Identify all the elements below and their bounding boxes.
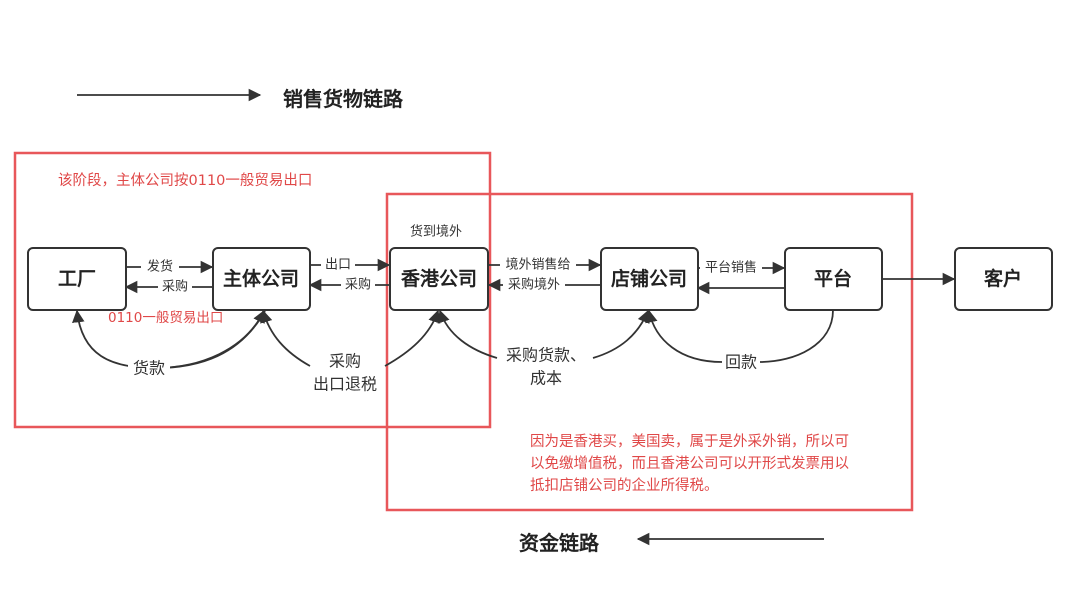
node-factory[interactable]: 工厂 [27, 247, 127, 311]
hk-note-line-3: 抵扣店铺公司的企业所得税。 [530, 476, 719, 494]
node-main-company[interactable]: 主体公司 [212, 247, 311, 311]
node-hk-company-label: 香港公司 [400, 268, 477, 290]
node-customer-label: 客户 [984, 267, 1022, 290]
edge-label-overseas-purchase: 采购境外 [508, 277, 560, 293]
goods-chain-legend-label: 销售货物链路 [283, 87, 404, 111]
node-factory-label: 工厂 [58, 268, 96, 290]
node-store-company[interactable]: 店铺公司 [600, 247, 699, 311]
edge-label-purchase-1: 采购 [162, 279, 188, 295]
arc-payback-store [645, 309, 723, 363]
arc-refund-hk [384, 309, 441, 367]
arc-label-cost-2: 成本 [530, 369, 562, 388]
arc-label-refund-2: 出口退税 [313, 375, 377, 394]
arc-refund-main [260, 309, 311, 367]
arc-label-payback: 回款 [725, 353, 757, 372]
node-customer[interactable]: 客户 [954, 247, 1053, 311]
arc-label-payment: 货款 [133, 359, 165, 378]
node-hk-company[interactable]: 香港公司 [389, 247, 489, 311]
node-platform-label: 平台 [814, 267, 852, 290]
arc-payback-platform [759, 309, 834, 363]
funds-chain-legend-label: 资金链路 [519, 531, 600, 555]
stage-note: 该阶段，主体公司按0110一般贸易出口 [58, 172, 312, 189]
arc-cost-store [592, 309, 650, 359]
edge-label-purchase-2: 采购 [345, 277, 371, 293]
node-main-company-label: 主体公司 [223, 267, 299, 290]
edge-label-platform-sale: 平台销售 [705, 260, 757, 276]
edge-label-overseas-sale: 境外销售给 [505, 257, 570, 273]
arc-cost-hk [437, 309, 498, 359]
hk-note-line-2: 以免缴增值税，而且香港公司可以开形式发票用以 [530, 455, 849, 472]
hk-highlight-box [385, 192, 914, 512]
node-platform[interactable]: 平台 [784, 247, 883, 311]
edge-label-ship: 发货 [147, 259, 173, 275]
arc-label-cost-1: 采购货款、 [506, 346, 586, 365]
edge-label-export: 出口 [325, 258, 351, 273]
general-trade-export-label: 0110一般贸易出口 [108, 310, 223, 326]
goods-abroad-label: 货到境外 [410, 224, 462, 240]
hk-note-line-1: 因为是香港买，美国卖，属于是外采外销，所以可 [530, 433, 849, 450]
node-store-company-label: 店铺公司 [611, 267, 687, 290]
arc-label-refund-1: 采购 [329, 352, 361, 371]
